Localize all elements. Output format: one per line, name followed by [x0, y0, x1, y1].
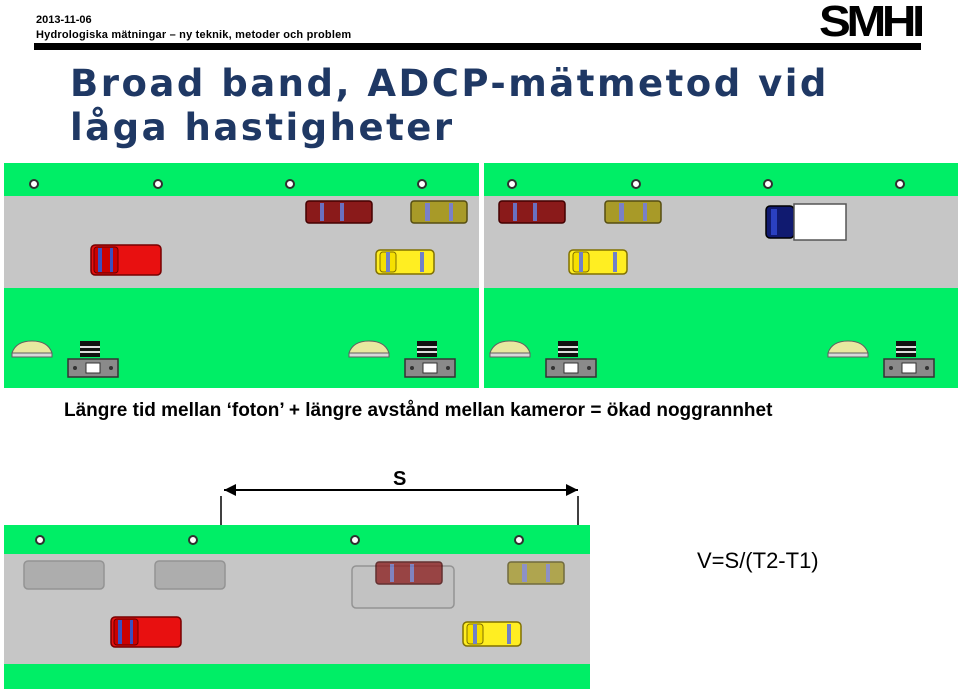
smhi-logo-text: SMHI — [819, 2, 922, 40]
car-icon — [604, 200, 662, 224]
car-icon — [90, 244, 162, 276]
smhi-logo: SMHI — [819, 2, 922, 40]
road-lamp-icon — [188, 535, 198, 545]
car-icon — [507, 561, 565, 585]
road-lamp-icon — [895, 179, 905, 189]
road-lamp-icon — [514, 535, 524, 545]
car-icon — [568, 249, 628, 275]
ghost-car-icon — [23, 560, 105, 590]
road-lamp-icon — [29, 179, 39, 189]
road-lamp-icon — [763, 179, 773, 189]
header-subtitle: Hydrologiska mätningar – ny teknik, meto… — [36, 29, 352, 41]
road-lamp-icon — [507, 179, 517, 189]
slide-title: Broad band, ADCP-mätmetod vid låga hasti… — [70, 62, 829, 149]
car-icon — [410, 200, 468, 224]
car-icon — [375, 249, 435, 275]
ghost-car-icon — [154, 560, 226, 590]
header-rule — [34, 43, 921, 50]
car-icon — [375, 561, 443, 585]
road-lamp-icon — [417, 179, 427, 189]
road-lamp-icon — [285, 179, 295, 189]
caption-text: Längre tid mellan ‘foton’ + längre avstå… — [64, 400, 773, 421]
truck-icon — [765, 203, 847, 241]
panel-time-2 — [484, 163, 958, 388]
road-lamp-icon — [631, 179, 641, 189]
car-icon — [110, 616, 182, 648]
road-lamp-icon — [153, 179, 163, 189]
panel-time-1 — [4, 163, 479, 388]
velocity-formula: V=S/(T2-T1) — [697, 548, 819, 573]
car-icon — [462, 621, 522, 647]
road-lamp-icon — [35, 535, 45, 545]
road-lamp-icon — [350, 535, 360, 545]
distance-label: S — [393, 468, 407, 490]
car-icon — [305, 200, 373, 224]
car-icon — [498, 200, 566, 224]
header-date: 2013-11-06 — [36, 14, 92, 26]
panel-overlay — [4, 525, 590, 689]
